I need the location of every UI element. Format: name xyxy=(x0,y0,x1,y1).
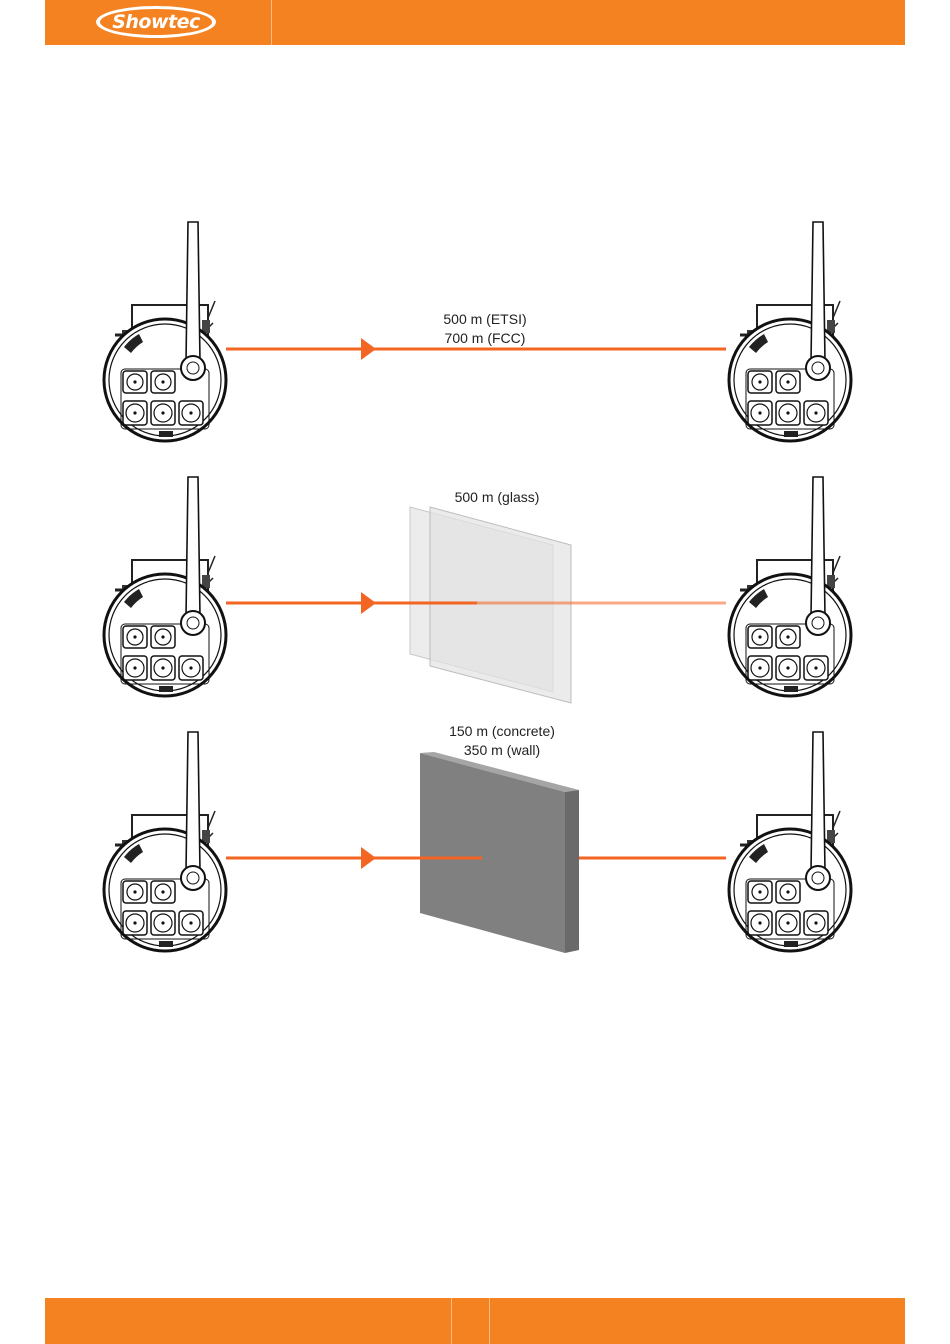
wireless-dmx-transmitter-icon xyxy=(104,222,226,441)
glass-pane-icon xyxy=(410,507,571,703)
signal-arrow-icon xyxy=(361,847,376,869)
wireless-dmx-transmitter-icon xyxy=(104,732,226,951)
scenario-open-air: 500 m (ETSI) 700 m (FCC) xyxy=(104,222,851,441)
range-label-etsi: 500 m (ETSI) xyxy=(443,311,526,327)
range-label-glass: 500 m (glass) xyxy=(455,489,540,505)
wireless-dmx-receiver-icon xyxy=(729,222,851,441)
range-label-wall: 350 m (wall) xyxy=(464,742,540,758)
range-label-concrete: 150 m (concrete) xyxy=(449,723,555,739)
wireless-dmx-receiver-icon xyxy=(729,477,851,696)
scenario-concrete: 150 m (concrete) 350 m (wall) xyxy=(104,723,851,953)
signal-arrow-icon xyxy=(361,338,376,360)
footer-divider-right xyxy=(489,1298,490,1344)
footer-bar xyxy=(45,1298,905,1344)
signal-arrow-icon xyxy=(361,592,376,614)
wireless-dmx-transmitter-icon xyxy=(104,477,226,696)
wireless-dmx-receiver-icon xyxy=(729,732,851,951)
footer-divider-left xyxy=(451,1298,452,1344)
range-label-fcc: 700 m (FCC) xyxy=(445,330,526,346)
scenario-glass: 500 m (glass) xyxy=(104,477,851,703)
concrete-wall-icon xyxy=(420,752,579,953)
